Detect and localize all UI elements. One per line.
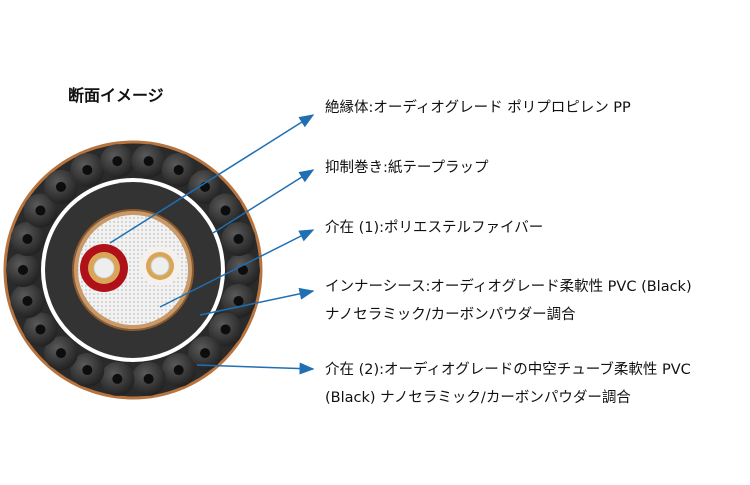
tube-hole — [220, 324, 231, 335]
tube-hole — [143, 156, 154, 167]
arrow-filler-2 — [196, 362, 315, 375]
label-line: 絶縁体:オーディオグレード ポリプロピレン PP — [325, 100, 631, 116]
label-line: ナノセラミック/カーボンパウダー調合 — [325, 307, 576, 323]
diagram-title: 断面イメージ — [68, 86, 164, 105]
tube-hole — [220, 205, 231, 216]
tube-hole — [22, 295, 33, 306]
label-filler-2: 介在 (2):オーディオグレードの中空チューブ柔軟性 PVC (Black) ナノ… — [325, 356, 691, 412]
label-line: (Black) ナノセラミック/カーボンパウダー調合 — [325, 390, 631, 406]
hollow-tube-filler-ring — [6, 144, 260, 396]
tube-hole — [55, 181, 66, 192]
tube-hole — [173, 164, 184, 175]
label-filler-1: 介在 (1):ポリエステルファイバー — [325, 214, 543, 242]
label-inner-sheath: インナーシース:オーディオグレード柔軟性 PVC (Black) ナノセラミック/… — [325, 273, 692, 329]
label-line: 介在 (1):ポリエステルファイバー — [325, 220, 544, 236]
label-line: 介在 (2):オーディオグレードの中空チューブ柔軟性 PVC — [325, 362, 691, 378]
label-line: インナーシース:オーディオグレード柔軟性 PVC (Black) — [325, 279, 692, 295]
label-insulation: 絶縁体:オーディオグレード ポリプロピレン PP — [325, 94, 631, 122]
arrow-insulation — [109, 114, 315, 244]
white-conductor — [140, 246, 180, 286]
tube-hole — [18, 265, 28, 275]
label-paper-wrap: 抑制巻き:紙テープラップ — [325, 154, 489, 182]
tube-hole — [233, 295, 244, 306]
tube-hole — [112, 156, 123, 167]
polyester-fiber-filler — [78, 215, 188, 325]
tube-hole — [22, 234, 33, 245]
tube-hole — [233, 234, 244, 245]
label-line: 抑制巻き:紙テープラップ — [325, 160, 489, 176]
tube-hole — [112, 373, 123, 384]
tube-hole — [173, 365, 184, 376]
tube-hole — [82, 164, 93, 175]
tube-hole — [238, 265, 248, 275]
callout-arrows — [109, 114, 315, 375]
tube-hole — [35, 324, 46, 335]
tube-hole — [82, 365, 93, 376]
tube-hole — [143, 373, 154, 384]
arrow-filler-1 — [159, 229, 315, 308]
tube-hole — [200, 348, 211, 359]
tube-hole — [35, 205, 46, 216]
tube-hole — [55, 348, 66, 359]
red-conductor — [80, 244, 128, 292]
arrow-paper-wrap — [212, 169, 315, 234]
arrow-inner-sheath — [199, 287, 315, 316]
